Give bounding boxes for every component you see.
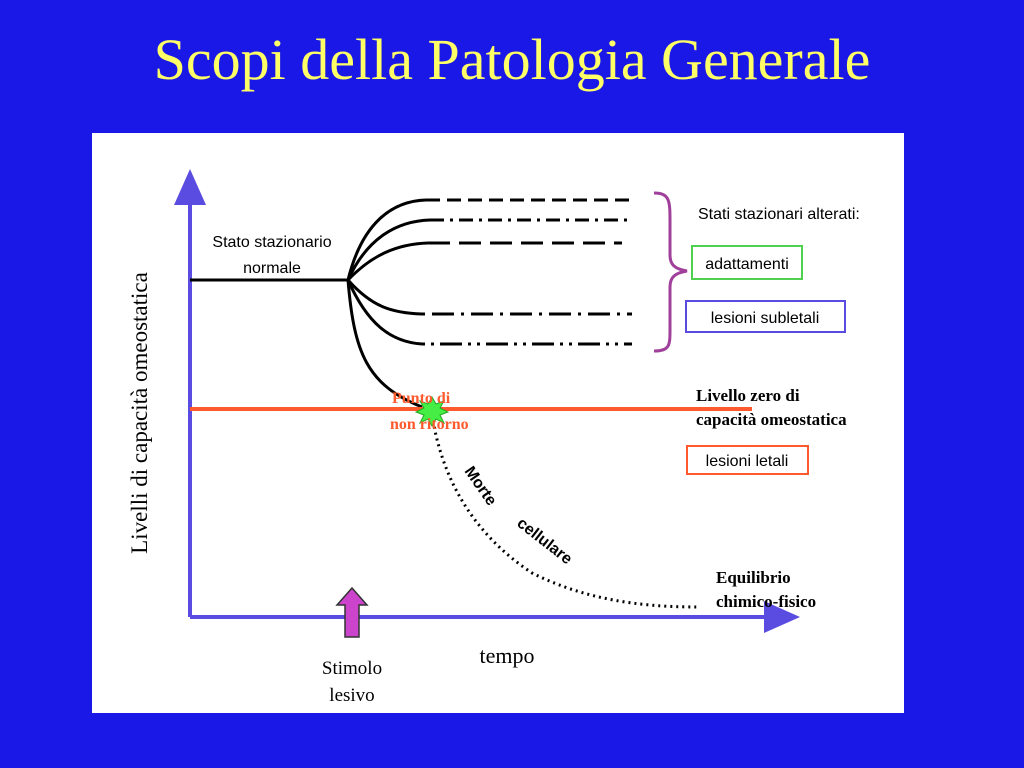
lethal-label: lesioni letali [706,453,789,470]
branch-curve-1 [346,198,427,281]
sublethal-box [685,300,846,333]
cell-death-label-word2: cellulare [514,515,576,568]
equilibrium-label-line1: Equilibrio [716,568,791,587]
stimulus-label-line2: lesivo [329,685,374,706]
stimulus-label-line1: Stimolo [322,658,382,679]
point-of-no-return-star [414,395,450,428]
zero-level-label-line2: capacità omeostatica [696,410,847,429]
point-of-no-return-line2: non ritorno [390,416,469,433]
zero-level-label-line1: Livello zero di [696,386,800,405]
branch-curve-5 [346,279,423,346]
adaptations-box [691,245,803,280]
slide-title: Scopi della Patologia Generale [153,27,871,92]
y-axis-label: Livelli di capacità omeostatica [127,272,152,554]
sublethal-label: lesioni subletali [711,310,820,327]
point-of-no-return-line1: Punto di [392,390,451,407]
adaptations-label: adattamenti [705,256,789,273]
altered-states-brace [653,191,688,353]
equilibrium-label-line2: chimico-fisico [716,592,816,611]
x-axis-label: tempo [480,643,535,668]
branch-curve-2 [346,218,431,281]
normal-state-label-line1: Stato stazionario [212,234,331,251]
homeostasis-diagram: Livelli di capacità omeostatica Stato st… [127,169,860,706]
altered-state-lines [422,198,632,346]
branch-curve-6 [346,279,423,409]
branch-curves [346,198,431,409]
branch-curve-4 [346,279,423,316]
stimulus-arrow [335,586,369,638]
altered-states-heading: Stati stazionari alterati: [698,206,860,223]
cell-death-label-word1: Morte [461,464,500,510]
lethal-box [686,445,809,475]
diagram-panel: Livelli di capacità omeostatica Stato st… [92,133,904,713]
cell-death-curve [430,414,700,609]
normal-state-label-line2: normale [243,260,301,277]
branch-curve-3 [346,241,429,282]
